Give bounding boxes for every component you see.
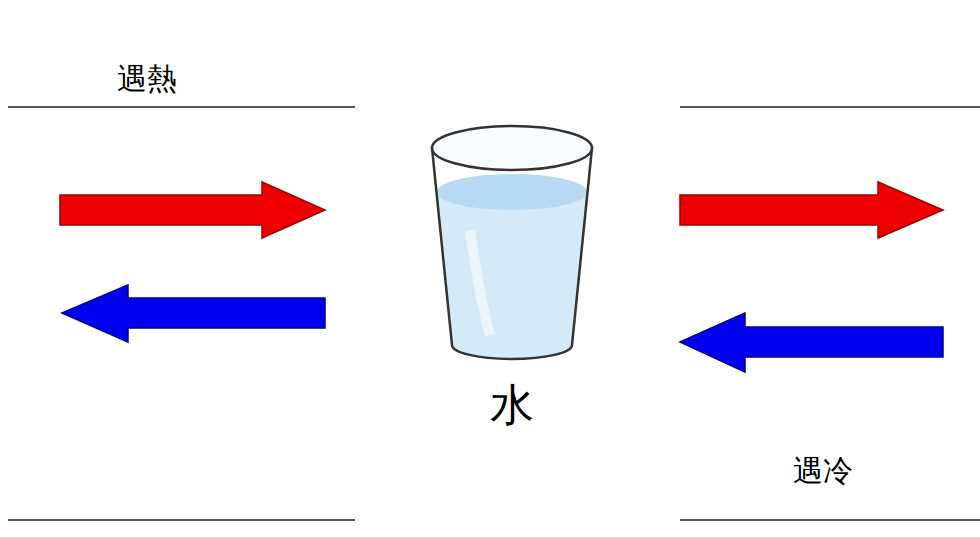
blue-arrow <box>62 285 325 342</box>
label-text: 水 <box>490 381 534 429</box>
label-text: 遇熱 <box>117 62 177 95</box>
glass-shine <box>470 230 490 335</box>
answer-line <box>8 106 355 108</box>
water-surface <box>437 174 587 210</box>
glass-rim <box>432 126 592 170</box>
blue-arrow <box>680 313 943 372</box>
label-text: 遇冷 <box>793 454 853 487</box>
water-glass <box>432 126 592 359</box>
answer-lines <box>8 107 980 520</box>
answer-line <box>680 519 980 521</box>
water <box>437 190 587 359</box>
red-arrow <box>680 182 943 238</box>
answer-line <box>8 519 355 521</box>
red-arrow <box>60 182 325 238</box>
glass-outline <box>432 148 592 359</box>
answer-line <box>680 106 980 108</box>
